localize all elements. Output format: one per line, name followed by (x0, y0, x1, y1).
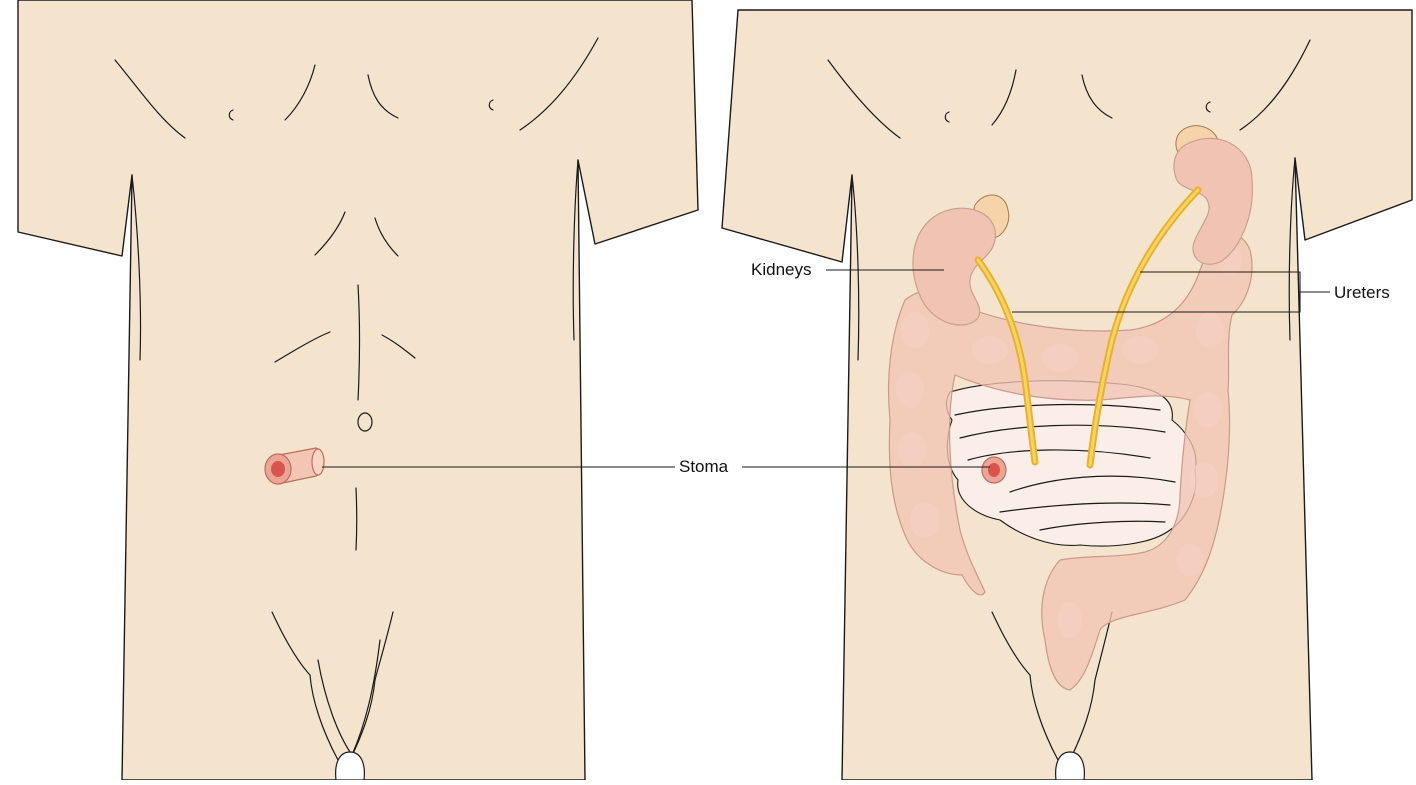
kidneys-label: Kidneys (751, 260, 811, 280)
colon-lobe (1122, 336, 1158, 364)
colon-lobe (901, 312, 929, 348)
right-stoma-center (988, 463, 1000, 477)
left-crotch-gap (336, 752, 365, 780)
colon-lobe (898, 432, 926, 468)
left-stoma-back (312, 449, 324, 475)
colon-lobe (1042, 344, 1078, 372)
right-stoma (982, 457, 1006, 483)
ureters-label: Ureters (1334, 283, 1390, 303)
colon-lobe (910, 502, 940, 538)
left-torso (18, 0, 698, 780)
colon-lobe (1190, 462, 1218, 498)
colon-lobe (896, 372, 924, 408)
colon-lobe (1058, 602, 1082, 638)
right-crotch-gap (1056, 752, 1085, 780)
stoma-label: Stoma (679, 457, 728, 477)
colon-lobe (1176, 544, 1204, 576)
left-stoma-center (271, 461, 285, 477)
colon-lobe (1194, 392, 1222, 428)
colon-lobe (972, 336, 1008, 364)
colon-lobe (1196, 312, 1224, 348)
